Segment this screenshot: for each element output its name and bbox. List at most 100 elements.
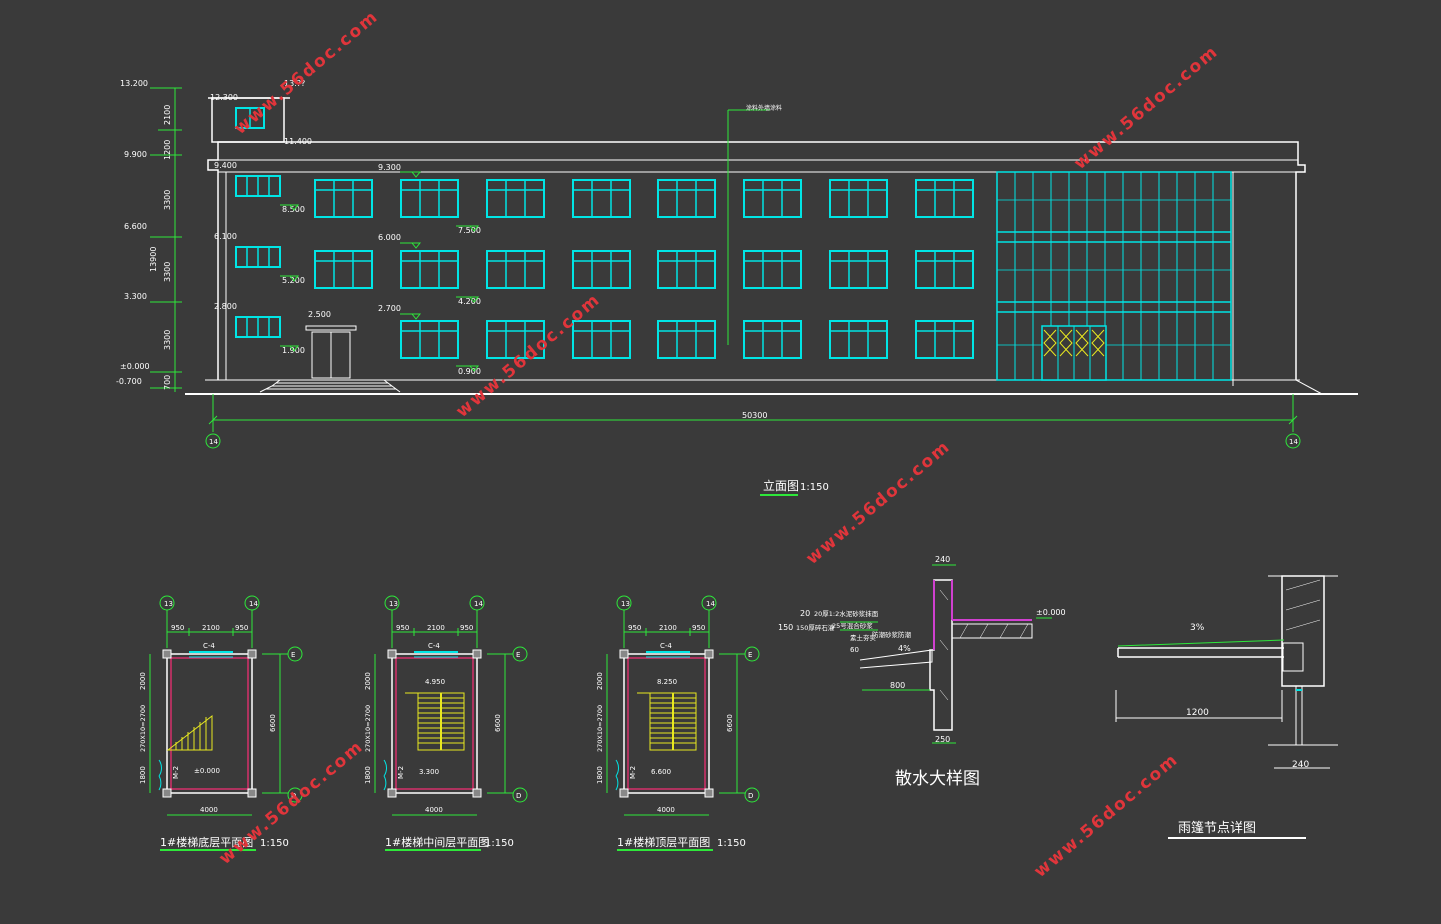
window bbox=[400, 250, 459, 289]
top-dim-2: 2100 bbox=[427, 624, 445, 632]
sw-level-1: 9.400 bbox=[214, 161, 237, 170]
level-ticks bbox=[280, 171, 480, 372]
level-minus700: -0.700 bbox=[116, 377, 142, 386]
axis-bubble-e: E bbox=[748, 651, 752, 659]
stair-plan-title: 1#楼梯顶层平面图 bbox=[617, 835, 710, 849]
left-dim-3: 1800 bbox=[364, 766, 372, 784]
mw-level-1: 9.300 bbox=[378, 163, 401, 172]
rooftop-level-2: 13.?? bbox=[284, 79, 305, 88]
apron-detail bbox=[840, 564, 1052, 744]
window bbox=[743, 320, 802, 359]
stair-plan-scale: 1:150 bbox=[717, 838, 746, 849]
level-3300: 3.300 bbox=[124, 292, 147, 301]
door-tag: M-2 bbox=[172, 766, 180, 779]
top-dim-2: 2100 bbox=[202, 624, 220, 632]
apron-layer-3: 25号混合砂浆 bbox=[832, 621, 873, 630]
apron-layer-1: 20厚1:2水泥砂浆抹面 bbox=[814, 609, 879, 618]
apron-prefix-2: 150 bbox=[778, 623, 793, 632]
apron-level: ±0.000 bbox=[1036, 608, 1066, 617]
axis-bubble-d: D bbox=[516, 792, 521, 800]
stair-windows bbox=[235, 175, 281, 338]
mw-level-2: 7.500 bbox=[458, 226, 481, 235]
rooftop-level-1: 12.300 bbox=[210, 93, 238, 102]
apron-dim-bottom: 250 bbox=[935, 735, 950, 744]
top-dim-1: 950 bbox=[396, 624, 409, 632]
window bbox=[314, 250, 373, 289]
window bbox=[915, 250, 974, 289]
apron-dim-width: 800 bbox=[890, 681, 905, 690]
canopy-level: 2.500 bbox=[308, 310, 331, 319]
window bbox=[657, 250, 716, 289]
window bbox=[829, 250, 888, 289]
window bbox=[915, 320, 974, 359]
canopy-title: 雨篷节点详图 bbox=[1178, 821, 1256, 836]
canopy-dim-width: 1200 bbox=[1186, 708, 1209, 718]
axis-label-right: 14 bbox=[1289, 438, 1298, 446]
axis-bubble-e: E bbox=[516, 651, 520, 659]
axis-bubble-b: 14 bbox=[474, 600, 483, 608]
stair-window bbox=[235, 246, 281, 268]
window bbox=[743, 250, 802, 289]
vdim-3300-top: 3300 bbox=[163, 190, 172, 210]
overall-dimension bbox=[205, 394, 1301, 449]
apron-slope: 4% bbox=[898, 644, 911, 653]
level-13200: 13.200 bbox=[120, 79, 148, 88]
window-tag: C-4 bbox=[203, 642, 215, 650]
window bbox=[486, 179, 545, 218]
apron-mark: 60 bbox=[850, 646, 859, 654]
apron-dim-top: 240 bbox=[935, 555, 950, 564]
stair-plan-title: 1#楼梯中间层平面图 bbox=[385, 835, 489, 849]
main-windows bbox=[314, 179, 974, 359]
landing-level: 6.600 bbox=[651, 768, 671, 776]
left-dim-1: 2000 bbox=[139, 672, 147, 690]
top-dim-3: 950 bbox=[692, 624, 705, 632]
mw-level-3: 6.000 bbox=[378, 233, 401, 242]
window bbox=[400, 179, 459, 218]
stair-plan-scale: 1:150 bbox=[485, 838, 514, 849]
apron-layer-4: 素土夯实 bbox=[850, 633, 877, 642]
window bbox=[572, 250, 631, 289]
elevation-title: 立面图 bbox=[763, 478, 799, 493]
vdim-13900: 13900 bbox=[149, 247, 158, 272]
floor-level: ±0.000 bbox=[194, 767, 220, 775]
left-dim-1: 2000 bbox=[364, 672, 372, 690]
axis-bubble-d: D bbox=[291, 792, 296, 800]
curtain-wall bbox=[996, 171, 1232, 381]
axis-label-left: 14 bbox=[209, 438, 218, 446]
mw-level-6: 0.900 bbox=[458, 367, 481, 376]
apron-layer-2: 150厚碎石灌 bbox=[796, 623, 835, 632]
floor-level: 4.950 bbox=[425, 678, 445, 686]
axis-bubble-b: 14 bbox=[706, 600, 715, 608]
level-0000: ±0.000 bbox=[120, 362, 150, 371]
window bbox=[657, 179, 716, 218]
apron-prefix-1: 20 bbox=[800, 609, 810, 618]
axis-bubble-a: 13 bbox=[621, 600, 630, 608]
door-tag: M-2 bbox=[629, 766, 637, 779]
left-dim-2: 270X10=2700 bbox=[364, 705, 372, 752]
sw-level-5: 2.800 bbox=[214, 302, 237, 311]
left-dim-3: 1800 bbox=[596, 766, 604, 784]
left-level-column bbox=[150, 87, 182, 392]
door-tag: M-2 bbox=[397, 766, 405, 779]
right-dim: 6600 bbox=[494, 714, 502, 732]
window bbox=[572, 179, 631, 218]
window bbox=[486, 250, 545, 289]
elevation-drawing bbox=[185, 97, 1358, 395]
top-dim-1: 950 bbox=[628, 624, 641, 632]
top-dim-1: 950 bbox=[171, 624, 184, 632]
mw-level-4: 4.200 bbox=[458, 297, 481, 306]
canopy-dim-wall: 240 bbox=[1292, 760, 1309, 770]
axis-bubble-d: D bbox=[748, 792, 753, 800]
bottom-dim: 4000 bbox=[200, 806, 218, 814]
stair-window bbox=[235, 175, 281, 197]
stair-plan-title: 1#楼梯底层平面图 bbox=[160, 835, 253, 849]
top-dim-2: 2100 bbox=[659, 624, 677, 632]
sw-level-3: 6.100 bbox=[214, 232, 237, 241]
stair-window bbox=[235, 316, 281, 338]
axis-bubble-a: 13 bbox=[164, 600, 173, 608]
